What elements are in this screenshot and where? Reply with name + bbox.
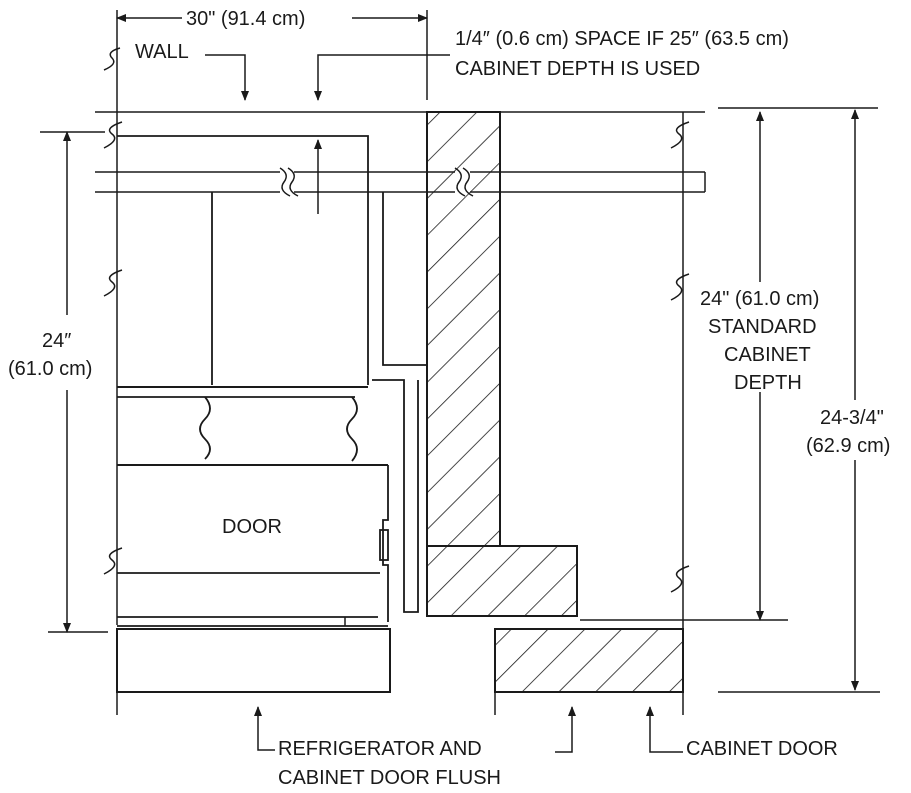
std-depth-label-1: 24" (61.0 cm): [700, 288, 819, 310]
std-depth-label-2: STANDARD: [708, 316, 817, 338]
inner-channel: [382, 192, 427, 366]
cabinet-door: [494, 619, 788, 693]
total-depth-label-1: 24-3/4": [820, 407, 884, 429]
space-note-line2: CABINET DEPTH IS USED: [455, 58, 700, 80]
cabinet-door-label: CABINET DOOR: [686, 738, 838, 760]
left-depth-label-2: (61.0 cm): [8, 358, 92, 380]
refrigerator: DOOR: [116, 135, 391, 693]
flush-label-2: CABINET DOOR FLUSH: [278, 767, 501, 789]
total-depth-dimension: 24-3/4" (62.9 cm): [718, 109, 890, 693]
flush-label-1: REFRIGERATOR AND: [278, 738, 482, 760]
space-note: 1/4″ (0.6 cm) SPACE IF 25″ (63.5 cm) CAB…: [314, 28, 789, 101]
left-depth-dimension: 24″ (61.0 cm): [8, 131, 108, 633]
cabinet-door-callout: CABINET DOOR: [646, 706, 838, 760]
space-note-line1: 1/4″ (0.6 cm) SPACE IF 25″ (63.5 cm): [455, 28, 789, 50]
std-depth-label-4: DEPTH: [734, 372, 802, 394]
standard-depth-dimension: 24" (61.0 cm) STANDARD CABINET DEPTH: [700, 111, 819, 621]
wall-callout: WALL: [103, 41, 249, 101]
std-depth-label-3: CABINET: [724, 344, 811, 366]
door-label: DOOR: [222, 516, 282, 538]
left-depth-label-1: 24″: [42, 330, 71, 352]
width-dimension: 30" (91.4 cm): [116, 8, 428, 112]
width-dimension-label: 30" (91.4 cm): [186, 8, 305, 30]
door-gap-line: [372, 379, 419, 613]
cabinet-side-panel: [426, 111, 578, 617]
wall-label: WALL: [135, 41, 189, 63]
flush-callout: REFRIGERATOR AND CABINET DOOR FLUSH: [254, 706, 576, 789]
total-depth-label-2: (62.9 cm): [806, 435, 890, 457]
countertop-band: [95, 139, 706, 214]
